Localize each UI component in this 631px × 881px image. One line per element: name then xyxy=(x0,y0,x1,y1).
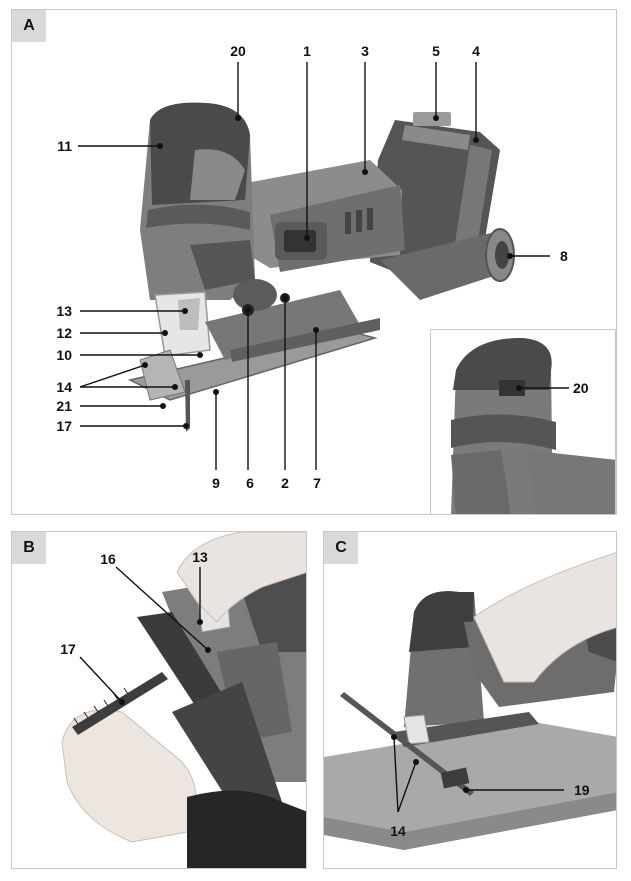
callout-3: 3 xyxy=(361,43,369,59)
callout-21: 21 xyxy=(56,398,72,414)
callout-9: 9 xyxy=(212,475,220,491)
callout-7: 7 xyxy=(313,475,321,491)
figure-a-label: A xyxy=(12,10,46,42)
figure-c-panel: C 19 14 xyxy=(323,531,617,869)
callout-17-b: 17 xyxy=(60,641,76,657)
figure-c-label: C xyxy=(324,532,358,564)
leader-lines-a xyxy=(78,62,550,470)
callout-13-b: 13 xyxy=(192,549,208,565)
base-plate xyxy=(127,290,380,401)
callout-16: 16 xyxy=(100,551,116,567)
figure-b-panel: B 16 13 17 xyxy=(11,531,307,869)
callout-1: 1 xyxy=(303,43,311,59)
callout-6: 6 xyxy=(246,475,254,491)
callout-13: 13 xyxy=(56,303,72,319)
callout-14: 14 xyxy=(56,379,72,395)
front-housing xyxy=(140,102,255,300)
inset-callout-20: 20 xyxy=(573,380,589,396)
figure-b-label: B xyxy=(12,532,46,564)
callout-8: 8 xyxy=(560,248,568,264)
callout-2: 2 xyxy=(281,475,289,491)
callout-19: 19 xyxy=(574,782,590,798)
callout-5: 5 xyxy=(432,43,440,59)
callout-11: 11 xyxy=(57,138,72,154)
detail-inset: 20 xyxy=(430,329,616,515)
dust-port xyxy=(380,228,515,300)
callout-17: 17 xyxy=(56,418,72,434)
handle xyxy=(235,160,405,272)
callout-20: 20 xyxy=(230,43,246,59)
adjustment-knob xyxy=(233,279,290,316)
callout-14-c: 14 xyxy=(390,823,406,839)
figure-c-illustration: 19 14 xyxy=(324,552,616,850)
blade-guard xyxy=(154,291,211,357)
inset-illustration: 20 xyxy=(451,338,615,514)
callout-4: 4 xyxy=(472,43,480,59)
callout-10: 10 xyxy=(56,347,72,363)
figure-b-illustration: 16 13 17 xyxy=(60,532,306,868)
saw-blade-a xyxy=(185,380,190,432)
callout-12: 12 xyxy=(56,325,72,341)
